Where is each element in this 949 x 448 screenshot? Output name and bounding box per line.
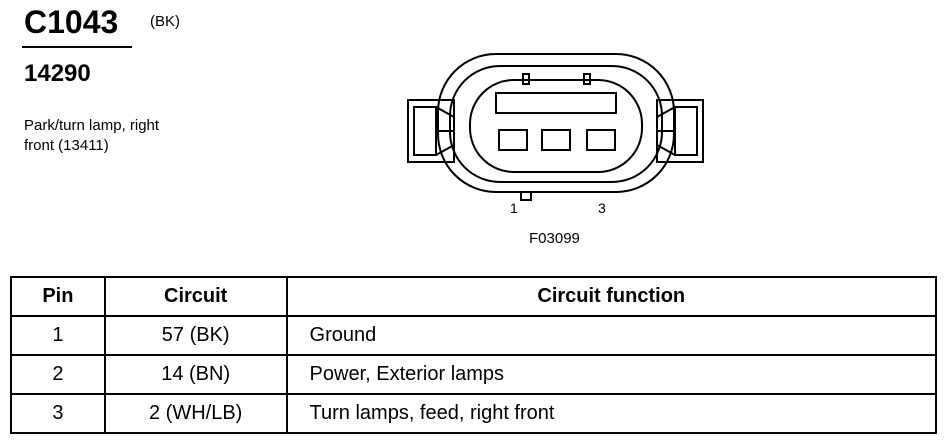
cell-pin: 1 xyxy=(10,315,106,356)
connector-color: (BK) xyxy=(150,13,180,30)
title-underline xyxy=(22,46,132,48)
connector-id: C1043 xyxy=(24,4,119,40)
cell-function: Ground xyxy=(285,315,938,356)
cell-function: Turn lamps, feed, right front xyxy=(285,393,938,434)
table-row: 2 14 (BN) Power, Exterior lamps xyxy=(10,354,938,395)
top-tab-left xyxy=(522,73,530,85)
connector-description: Park/turn lamp, right front (13411) xyxy=(24,116,159,156)
top-tab-right xyxy=(583,73,591,85)
bottom-key xyxy=(520,192,532,201)
cell-pin: 2 xyxy=(10,354,106,395)
cell-function: Power, Exterior lamps xyxy=(285,354,938,395)
cell-circuit: 14 (BN) xyxy=(103,354,288,395)
part-number: 14290 xyxy=(24,60,91,87)
long-slot xyxy=(495,92,617,114)
terminal-3 xyxy=(586,129,616,151)
header-circuit-function: Circuit function xyxy=(285,276,938,317)
connector-housing-outer xyxy=(437,53,675,193)
cell-circuit: 57 (BK) xyxy=(103,315,288,356)
header-circuit: Circuit xyxy=(103,276,288,317)
terminal-2 xyxy=(541,129,571,151)
left-latch xyxy=(407,99,455,163)
pin-label-3: 3 xyxy=(598,200,606,216)
connector-housing-inner xyxy=(469,79,643,173)
table-row: 1 57 (BK) Ground xyxy=(10,315,938,356)
pin-label-1: 1 xyxy=(510,200,518,216)
cell-circuit: 2 (WH/LB) xyxy=(103,393,288,434)
cell-pin: 3 xyxy=(10,393,106,434)
description-line-1: Park/turn lamp, right xyxy=(24,117,160,134)
pin-table: Pin Circuit Circuit function 1 57 (BK) G… xyxy=(10,276,938,434)
table-row: 3 2 (WH/LB) Turn lamps, feed, right fron… xyxy=(10,393,938,434)
figure-id: F03099 xyxy=(529,230,580,247)
connector-housing-middle xyxy=(449,65,663,183)
table-header-row: Pin Circuit Circuit function xyxy=(10,276,938,317)
description-line-2: front (13411) xyxy=(24,137,109,154)
right-latch xyxy=(656,99,704,163)
connector-face-diagram: 1 3 xyxy=(407,53,704,216)
header-pin: Pin xyxy=(10,276,106,317)
terminal-1 xyxy=(498,129,528,151)
